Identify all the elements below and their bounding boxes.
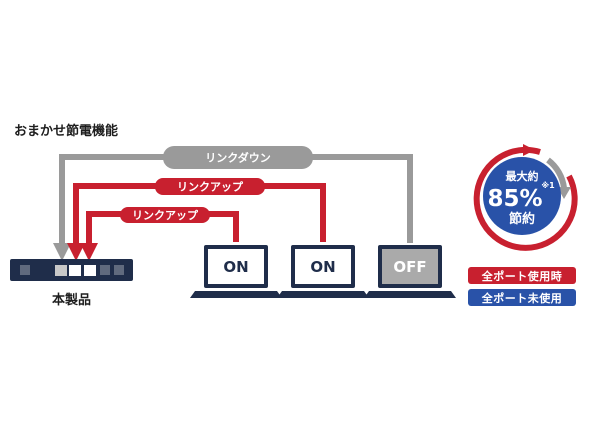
gauge-gray-arc [546,157,567,189]
laptop-2-status: ON [310,258,335,276]
link-up-pill-2: リンクアップ [120,207,210,223]
gauge-note: ※1 [541,180,555,190]
port-3 [84,265,96,276]
legend-all-ports-unused: 全ポート未使用 [468,289,576,306]
laptop-1-status: ON [223,258,248,276]
device-label: 本製品 [52,293,92,308]
switch-device [10,259,133,281]
gauge-red-arc [473,146,578,251]
port-1 [55,265,67,276]
svg-text:リンクアップ: リンクアップ [132,208,199,222]
port-idle [20,265,30,275]
page-title: おまかせ節電機能 [14,124,119,139]
link-up-pill-1: リンクアップ [155,178,265,195]
legend-all-ports-used: 全ポート使用時 [468,267,576,284]
port-idle [100,265,110,275]
savings-gauge: 最大約 85% ※1 節約 [473,144,578,251]
svg-text:リンクアップ: リンクアップ [177,180,244,194]
gauge-line3: 節約 [509,211,535,227]
laptop-1: ON [190,245,282,298]
link-down-pill: リンクダウン [163,146,313,169]
laptop-3: OFF [364,245,456,298]
port-2 [69,265,81,276]
port-idle [114,265,124,275]
svg-text:リンクダウン: リンクダウン [205,151,271,165]
gauge-percent: 85% [487,186,542,212]
laptop-3-status: OFF [393,258,426,276]
laptop-2: ON [277,245,369,298]
gauge-line1: 最大約 [506,169,539,183]
